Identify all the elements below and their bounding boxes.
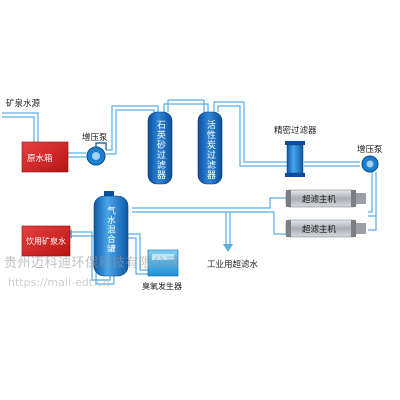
pipe-quartz-to-carbon [163,103,209,112]
pipe-network [2,99,377,285]
booster-pump-left [86,142,107,166]
uf-unit-1-label: 超滤主机 [302,195,337,205]
pipe-pump-to-uf [368,216,377,231]
pipe-ozone-to-mix [128,237,148,275]
uf-module-2 [285,219,366,238]
gas-water-mixing-tank [93,191,129,277]
raw-tank-label: 原水箱 [27,154,53,164]
mixing-tank-label: 气水混合罐 [105,206,116,254]
uf-module-1 [285,189,366,208]
pipe-ozone-to-mix [128,233,148,271]
pipe-uf-outlet [132,211,286,235]
flow-arrow-industrial [223,244,233,252]
pipe-pump-riser [106,109,155,155]
pipe-mix-to-product [72,231,111,281]
drinking-water-label: 饮用矿泉水 [26,237,66,246]
raw-water-tank [21,141,69,173]
pipe-quartz-to-carbon [167,99,205,112]
industrial-water-label: 工业用超滤水 [207,260,259,270]
pipe-carbon-to-precision [217,105,288,167]
carbon-filter-label: 活性炭过滤器 [205,120,215,180]
pipe-carbon-to-precision [213,101,288,163]
pipe-pump-riser [106,105,159,151]
ozone-generator-label: 臭氧发生器 [142,282,182,291]
pipe-source-inlet [2,116,35,143]
quartz-sand-filter [147,111,173,185]
source-label: 矿泉水源 [6,99,41,109]
precision-filter [285,141,305,177]
pipe-source-inlet [2,112,39,143]
watermark-company: 贵州迈科迪环保科技有限公司 [4,256,180,271]
activated-carbon-filter [197,111,223,185]
pipe-mix-to-product [72,235,115,285]
quartz-filter-label: 石英砂过滤器 [155,120,165,180]
pipe-uf-outlet [132,197,286,209]
watermark-url: https://mail-edt.cn [8,276,110,289]
pump-left-label: 增压泵 [82,133,108,143]
pipe-pump-to-uf [368,172,373,213]
uf-unit-2-label: 超滤主机 [302,225,337,235]
precision-filter-label: 精密过滤器 [274,126,317,136]
pump-right-label: 增压泵 [357,145,383,155]
ozone-generator [147,249,179,277]
booster-pump-right [361,155,379,173]
drinking-water-tank [21,225,71,257]
